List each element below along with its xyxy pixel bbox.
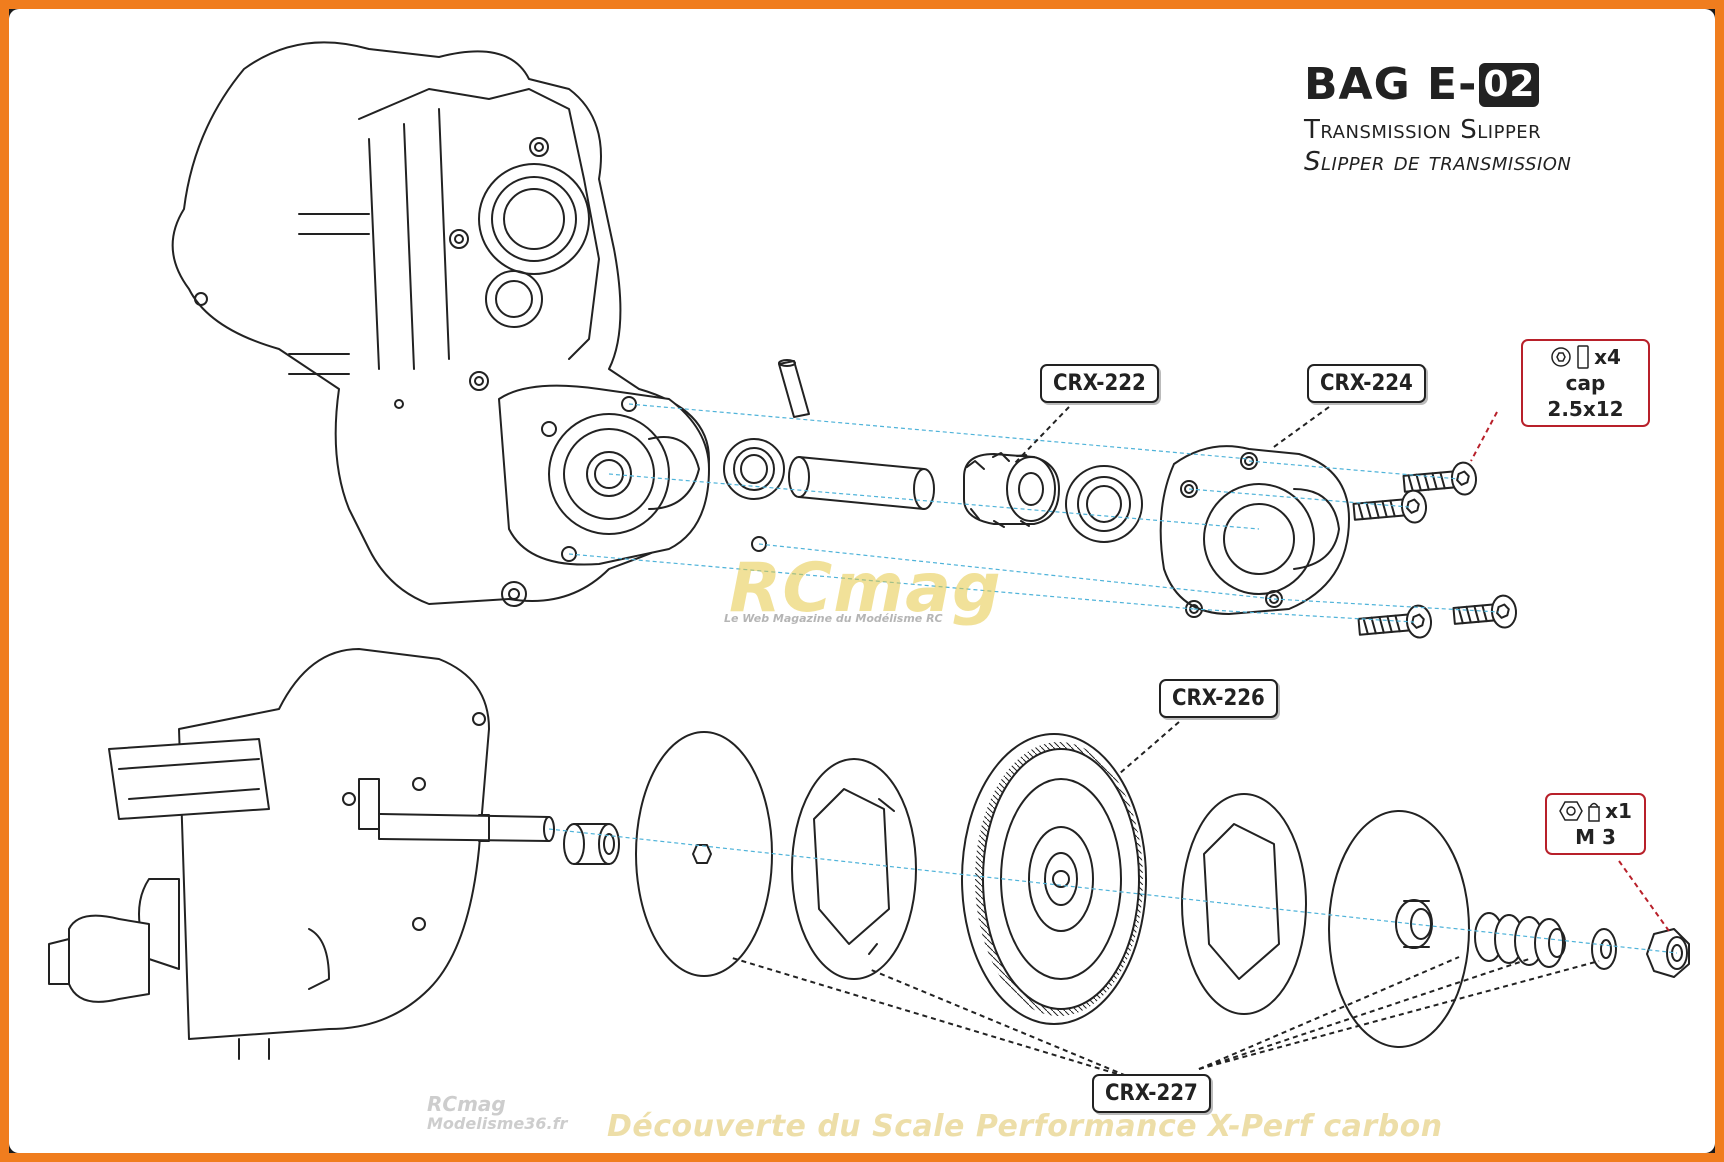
upper-gearbox-housing bbox=[171, 41, 767, 607]
nut-spec: M 3 bbox=[1575, 825, 1616, 849]
instruction-sheet: BAG E-02 Transmission Slipper Slipper de… bbox=[9, 9, 1715, 1153]
hardware-leader-lines bbox=[1470, 411, 1670, 932]
lock-nut bbox=[1646, 928, 1690, 978]
bag-number-badge: 02 bbox=[1479, 63, 1540, 107]
nut-top-icon bbox=[1559, 801, 1583, 821]
hardware-screw-box: x4 cap 2.5x12 bbox=[1521, 339, 1650, 427]
bag-title: BAG E-02 bbox=[1304, 59, 1571, 111]
screw-quantity: x4 bbox=[1594, 345, 1621, 369]
exploded-view-drawing bbox=[48, 41, 1690, 1080]
washer bbox=[1591, 928, 1617, 970]
drive-pin bbox=[778, 359, 810, 418]
footer-site: Modelisme36.fr bbox=[427, 1114, 568, 1133]
slipper-housing-cover bbox=[1159, 445, 1350, 618]
alignment-guides bbox=[548, 403, 1678, 954]
subtitle-french: Slipper de transmission bbox=[1304, 147, 1572, 177]
callout-crx-222: CRX-222 bbox=[1040, 364, 1159, 403]
spacer-bushing bbox=[563, 823, 620, 865]
hardware-nut-box: x1 M 3 bbox=[1545, 793, 1646, 855]
cap-screw-head-icon bbox=[1551, 347, 1571, 367]
leader-lines bbox=[728, 406, 1600, 1080]
slipper-plate-outer bbox=[635, 731, 773, 977]
pinion-gear bbox=[963, 452, 1060, 528]
footer-brand-name: RCmag bbox=[427, 1092, 506, 1116]
cap-screws bbox=[1352, 461, 1518, 639]
callout-crx-226: CRX-226 bbox=[1159, 679, 1278, 718]
lower-gearbox-assembly bbox=[48, 648, 555, 1060]
slipper-pad-right bbox=[1181, 793, 1307, 1015]
subtitle-english: Transmission Slipper bbox=[1304, 115, 1542, 145]
rcmag-watermark: RCmag bbox=[729, 549, 1002, 628]
bearing-left bbox=[723, 438, 785, 500]
screw-spec: cap 2.5x12 bbox=[1547, 371, 1624, 421]
slipper-pad-left bbox=[791, 758, 917, 980]
callout-crx-224: CRX-224 bbox=[1307, 364, 1426, 403]
cap-screw-side-icon bbox=[1577, 345, 1589, 369]
callout-crx-227: CRX-227 bbox=[1092, 1074, 1211, 1113]
rcmag-watermark-tagline: Le Web Magazine du Modélisme RC bbox=[724, 612, 943, 625]
slipper-shaft bbox=[788, 456, 935, 510]
pressure-plate bbox=[1328, 810, 1470, 1048]
title-block: BAG E-02 Transmission Slipper Slipper de… bbox=[1304, 59, 1571, 177]
slipper-spring bbox=[1474, 912, 1566, 968]
nut-quantity: x1 bbox=[1605, 799, 1632, 823]
nut-side-icon bbox=[1588, 802, 1600, 822]
footer-caption: Découverte du Scale Performance X-Perf c… bbox=[607, 1109, 1443, 1144]
spur-gear bbox=[961, 733, 1147, 1025]
footer-brand: RCmag Modelisme36.fr bbox=[427, 1094, 567, 1134]
bearing-middle bbox=[1065, 465, 1143, 543]
bag-prefix: BAG E- bbox=[1304, 59, 1478, 110]
